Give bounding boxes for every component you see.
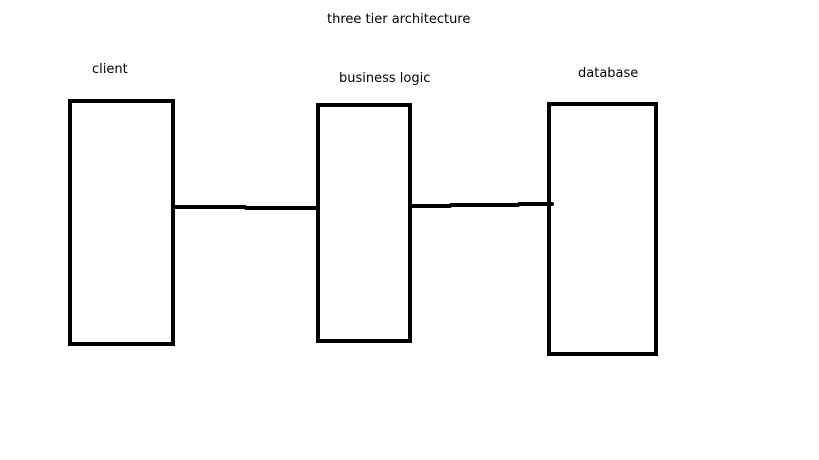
client-tier-box [68, 99, 175, 346]
business-logic-tier-label: business logic [339, 71, 431, 86]
business-logic-tier-box [316, 103, 412, 343]
database-tier-box [547, 102, 658, 356]
diagram-title: three tier architecture [327, 12, 471, 27]
database-tier-label: database [578, 66, 639, 81]
business-logic-to-database-connector [410, 202, 554, 208]
client-tier-label: client [92, 62, 128, 77]
client-to-business-logic-connector [173, 205, 318, 210]
